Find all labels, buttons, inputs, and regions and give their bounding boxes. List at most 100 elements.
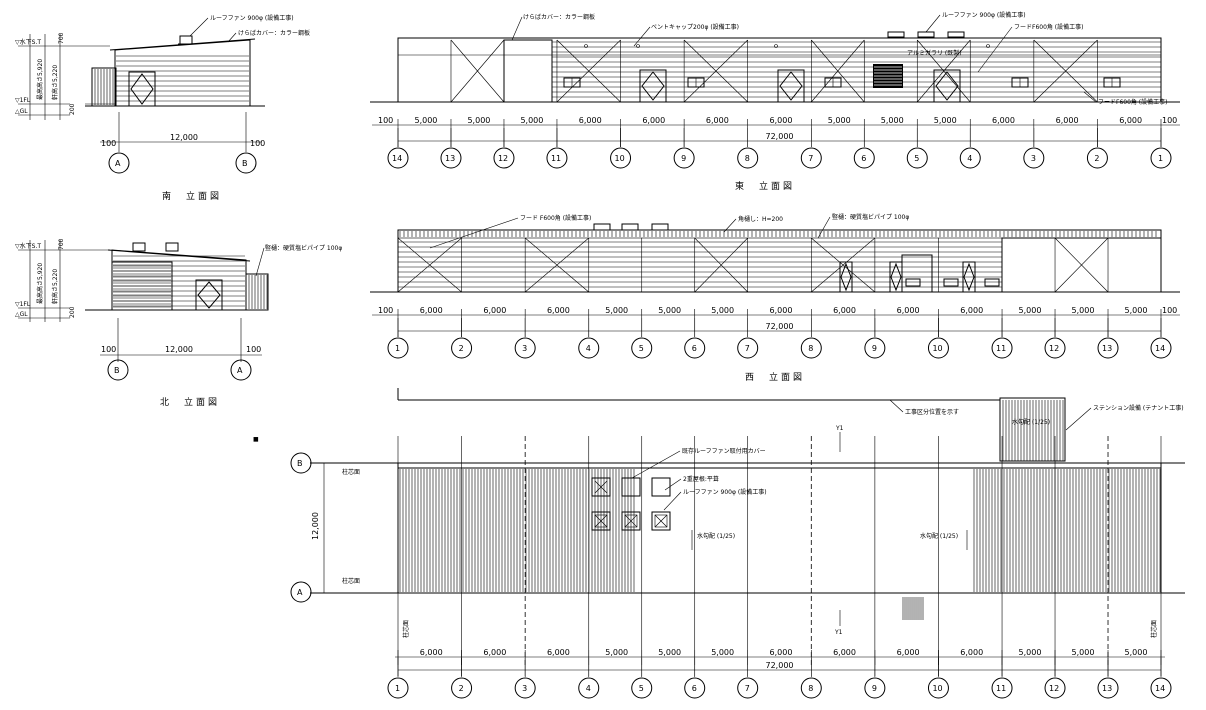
dim-span-label: 6,000 (420, 648, 443, 657)
dim-span-label: 6,000 (897, 306, 920, 315)
axis-label: 11 (996, 344, 1006, 353)
axis-bubble (1150, 337, 1172, 359)
axis-bubble (959, 147, 981, 169)
north-title: 北 立面図 (160, 396, 220, 408)
dim-span-label: 6,000 (547, 648, 570, 657)
east-louver-slats (874, 66, 902, 86)
axis-label: 6 (861, 154, 866, 163)
south-note-fan: ルーフファン 900φ (設備工事) (210, 14, 294, 22)
axis-label: 11 (551, 154, 561, 163)
axis-label: 7 (745, 344, 750, 353)
window (984, 278, 1000, 287)
dim-edge-left: 100 (378, 116, 393, 125)
south-title: 南 立面図 (162, 190, 222, 202)
plan-edge-right: 柱芯面 (1150, 620, 1158, 638)
axis-label: 8 (808, 344, 813, 353)
north-dim-height-a: 最高高さ5,920 (36, 263, 44, 304)
plan-slope-right: 水勾配 (1/25) (920, 532, 958, 540)
plan-slope-left: 水勾配 (1/25) (697, 532, 735, 540)
dim-span-label: 5,000 (1019, 306, 1042, 315)
axis-label: 5 (639, 684, 644, 693)
west-roof-fan-1-icon (593, 223, 611, 231)
west-bay-bracing (397, 237, 1162, 293)
fan-x (624, 514, 638, 528)
dim-span-label: 5,000 (658, 648, 681, 657)
dim-span-label: 6,000 (483, 648, 506, 657)
axis-bubble (631, 677, 653, 699)
dim-total-label: 72,000 (766, 132, 794, 141)
dim-span-label: 6,000 (420, 306, 443, 315)
east-roof-fan-3-icon (947, 31, 965, 38)
axis-label: 10 (932, 684, 942, 693)
bay-brace (683, 39, 748, 103)
east-note-fan: ルーフファン 900φ (設備工事) (942, 11, 1026, 19)
west-elevation: フード F600角 (設備工事) 角樋し：H=200 竪樋：硬質塩ビパイプ 10… (370, 213, 1180, 383)
axis-bubble (546, 147, 568, 169)
axis-label: 12 (1049, 344, 1059, 353)
dim-span-label: 5,000 (467, 116, 490, 125)
axis-label: 13 (1102, 684, 1112, 693)
dim-span-label: 6,000 (706, 116, 729, 125)
north-door (195, 279, 223, 311)
dim-span-label: 6,000 (897, 648, 920, 657)
axis-label: 12 (1049, 684, 1059, 693)
bay-brace (694, 237, 748, 293)
axis-bubble (1150, 677, 1172, 699)
north-span: 12,000 (165, 345, 193, 354)
axis-bubble (578, 337, 600, 359)
axis-bubble (493, 147, 515, 169)
south-dim-height-a: 最高高さ5,920 (36, 59, 44, 100)
fan-box (651, 511, 671, 531)
dim-span-label: 5,000 (711, 306, 734, 315)
axis-bubble (1097, 677, 1119, 699)
north-edge-right: 100 (246, 345, 261, 354)
dim-span-label: 6,000 (579, 116, 602, 125)
dim-span-label: 6,000 (770, 648, 793, 657)
dim-span-label: 5,000 (520, 116, 543, 125)
dim-span-label: 5,000 (605, 648, 628, 657)
roof-plan: 工事区分位置を示す ステンション設備 (テナント工事) 水勾配 (1/25) ■… (253, 388, 1185, 699)
axis-bubble (864, 337, 886, 359)
axis-label: 1 (395, 684, 400, 693)
axis-label: 1 (1158, 154, 1163, 163)
fan-inner (624, 514, 638, 528)
axis-bubble (864, 677, 886, 699)
east-note-hood: フードF600角 (設備工事) (1014, 23, 1084, 31)
axis-label: 8 (808, 684, 813, 693)
dim-edge-right: 100 (1162, 306, 1177, 315)
plan-note-station: ステンション設備 (テナント工事) (1093, 404, 1184, 412)
fan-cover (591, 477, 611, 497)
bay-brace (450, 39, 505, 103)
axis-bubble (1023, 147, 1045, 169)
axis-bubble (673, 147, 695, 169)
dim-span-label: 6,000 (833, 648, 856, 657)
axis-bubble (927, 677, 949, 699)
axis-bubble (737, 677, 759, 699)
dim-span-label: 5,000 (605, 306, 628, 315)
north-axis-a: A (237, 366, 243, 375)
axis-label: 13 (1102, 344, 1112, 353)
axis-label: 9 (872, 684, 877, 693)
plan-edge-left: 柱芯面 (402, 620, 410, 638)
axis-label: 4 (586, 684, 591, 693)
axis-bubble (451, 677, 473, 699)
dim-span-label: 5,000 (1072, 306, 1095, 315)
dim-span-label: 6,000 (1056, 116, 1079, 125)
axis-label: 8 (745, 154, 750, 163)
fan-x (654, 514, 668, 528)
axis-bubble (610, 147, 632, 169)
dim-span-label: 5,000 (1019, 648, 1042, 657)
east-note-vent: ベントキャップ200φ (設備工事) (651, 23, 739, 31)
door-diamond (963, 262, 975, 292)
west-roof-fan-2-icon (621, 223, 639, 231)
axis-label: 7 (808, 154, 813, 163)
axis-label: 4 (967, 154, 972, 163)
bay-brace (811, 39, 865, 103)
south-fl-tag: ▽1FL (15, 97, 31, 104)
